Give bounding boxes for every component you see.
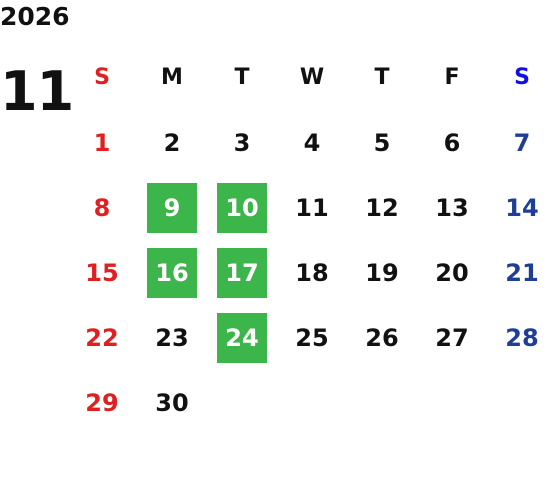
weekday-wednesday: W: [299, 65, 325, 90]
day-cell-highlighted[interactable]: 16: [137, 240, 207, 305]
day-number: 5: [373, 128, 391, 157]
day-cell[interactable]: 21: [487, 240, 548, 305]
day-cell[interactable]: 28: [487, 305, 548, 370]
day-cell: [347, 370, 417, 435]
day-number: 17: [225, 258, 259, 287]
day-cell[interactable]: 5: [347, 110, 417, 175]
day-number: 15: [85, 258, 119, 287]
day-cell[interactable]: 8: [67, 175, 137, 240]
weekday-header-row: S M T W T F S: [67, 45, 548, 110]
day-cell[interactable]: 18: [277, 240, 347, 305]
day-cell[interactable]: 7: [487, 110, 548, 175]
day-number: 26: [365, 323, 399, 352]
day-cell[interactable]: 25: [277, 305, 347, 370]
day-cell[interactable]: 6: [417, 110, 487, 175]
day-number: 2: [163, 128, 181, 157]
weekday-monday: M: [161, 65, 183, 90]
week-row: 15 16 17 18 19 20 21: [67, 240, 548, 305]
day-cell: [277, 370, 347, 435]
weekday-friday: F: [444, 65, 460, 90]
week-row: 8 9 10 11 12 13 14: [67, 175, 548, 240]
day-cell[interactable]: 23: [137, 305, 207, 370]
day-number: 25: [295, 323, 329, 352]
day-cell-highlighted[interactable]: 17: [207, 240, 277, 305]
day-number: 12: [365, 193, 399, 222]
day-number: 3: [233, 128, 251, 157]
day-cell-highlighted[interactable]: 9: [137, 175, 207, 240]
week-row: 29 30: [67, 370, 548, 435]
day-number: 14: [505, 193, 539, 222]
day-number: 30: [155, 388, 189, 417]
day-number: 28: [505, 323, 539, 352]
day-cell[interactable]: 3: [207, 110, 277, 175]
day-cell[interactable]: 2: [137, 110, 207, 175]
day-cell[interactable]: 27: [417, 305, 487, 370]
day-cell[interactable]: 20: [417, 240, 487, 305]
day-number: 19: [365, 258, 399, 287]
day-cell[interactable]: 13: [417, 175, 487, 240]
day-cell[interactable]: 11: [277, 175, 347, 240]
day-number: 16: [155, 258, 189, 287]
day-cell[interactable]: 29: [67, 370, 137, 435]
day-cell: [207, 370, 277, 435]
day-number: 8: [93, 193, 111, 222]
day-number: 18: [295, 258, 329, 287]
day-cell: [487, 370, 548, 435]
day-number: 6: [443, 128, 461, 157]
day-cell[interactable]: 22: [67, 305, 137, 370]
day-cell[interactable]: 12: [347, 175, 417, 240]
weekday-saturday: S: [514, 65, 530, 90]
day-number: 23: [155, 323, 189, 352]
day-number: 4: [303, 128, 321, 157]
weekday-thursday: T: [374, 65, 390, 90]
calendar-grid: S M T W T F S 1 2 3 4 5 6 7 8 9 10 11 12…: [67, 45, 548, 435]
day-number: 13: [435, 193, 469, 222]
week-row: 22 23 24 25 26 27 28: [67, 305, 548, 370]
day-number: 7: [513, 128, 531, 157]
day-number: 10: [225, 193, 259, 222]
day-cell-highlighted[interactable]: 10: [207, 175, 277, 240]
day-number: 24: [225, 323, 259, 352]
day-cell[interactable]: 14: [487, 175, 548, 240]
month-number: 11: [0, 60, 74, 123]
day-cell[interactable]: 30: [137, 370, 207, 435]
day-cell[interactable]: 1: [67, 110, 137, 175]
day-cell[interactable]: 15: [67, 240, 137, 305]
day-cell-highlighted[interactable]: 24: [207, 305, 277, 370]
day-cell[interactable]: 4: [277, 110, 347, 175]
day-number: 11: [295, 193, 329, 222]
day-number: 27: [435, 323, 469, 352]
day-number: 21: [505, 258, 539, 287]
day-cell[interactable]: 19: [347, 240, 417, 305]
day-cell: [417, 370, 487, 435]
day-number: 22: [85, 323, 119, 352]
day-number: 20: [435, 258, 469, 287]
year-label: 2026: [0, 2, 70, 31]
day-number: 1: [93, 128, 111, 157]
week-row: 1 2 3 4 5 6 7: [67, 110, 548, 175]
day-number: 9: [163, 193, 181, 222]
day-number: 29: [85, 388, 119, 417]
weekday-tuesday: T: [234, 65, 250, 90]
weekday-sunday: S: [94, 65, 110, 90]
day-cell[interactable]: 26: [347, 305, 417, 370]
